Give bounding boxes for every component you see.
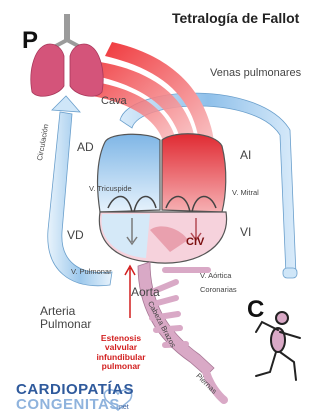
- label-v-mitral: V. Mitral: [232, 189, 259, 197]
- figure-letter: C: [247, 298, 264, 322]
- pulmonary-vein-end: [283, 268, 297, 278]
- label-v-pulmonar: V. Pulmonar: [71, 268, 112, 276]
- diagram-title: Tetralogía de Fallot: [172, 11, 299, 25]
- lungs-icon: [31, 14, 103, 96]
- label-cava: Cava: [101, 96, 127, 107]
- logo-line1: CARDIOPATÍAS: [16, 382, 134, 397]
- label-ai: AI: [240, 149, 251, 161]
- label-venas-pulmonares: Venas pulmonares: [210, 68, 301, 79]
- right-atrium: [98, 134, 160, 212]
- label-v-aortica: V. Aórtica: [200, 272, 231, 280]
- label-coronarias: Coronarias: [200, 286, 237, 294]
- label-arteria-pulmonar: Arteria Pulmonar: [40, 305, 91, 330]
- right-ventricle: [101, 214, 150, 258]
- label-aorta: Aorta: [131, 286, 160, 298]
- label-vd: VD: [67, 229, 84, 241]
- label-vi: VI: [240, 226, 251, 238]
- logo-suffix: .net: [117, 404, 129, 411]
- lungs-letter: P: [22, 29, 38, 53]
- label-v-tricuspide: V. Tricuspide: [89, 185, 132, 193]
- logo-line2: CONGENITAS: [16, 397, 120, 412]
- left-atrium: [162, 134, 226, 212]
- label-estenosis: Estenosis valvular infundibular pulmonar: [86, 334, 156, 371]
- label-ad: AD: [77, 141, 94, 153]
- circulation-arrow: [52, 96, 80, 112]
- label-civ: CIV: [186, 237, 204, 248]
